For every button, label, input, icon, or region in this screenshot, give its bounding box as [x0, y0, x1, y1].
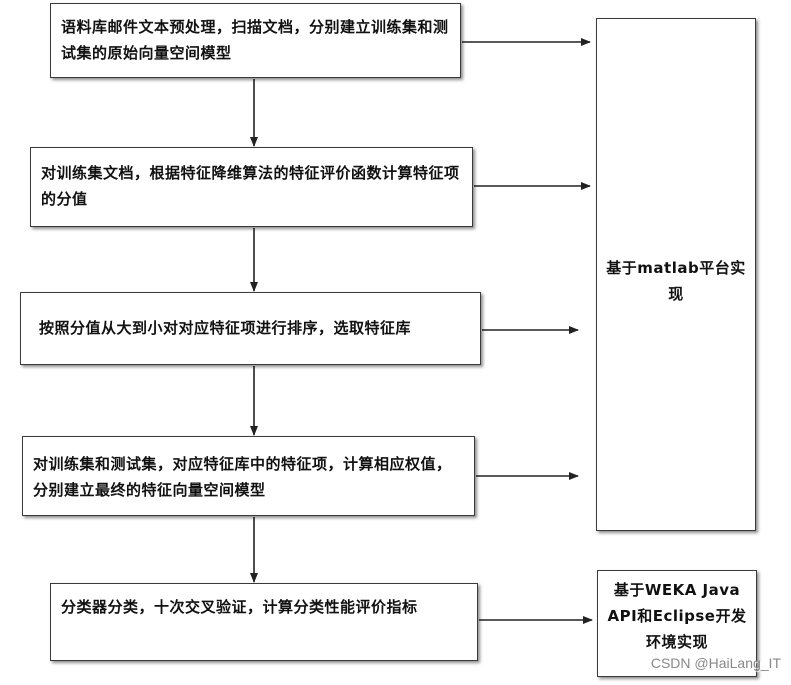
- weka-implementation-box: 基于WEKA Java API和Eclipse开发环境实现: [597, 570, 757, 677]
- watermark: CSDN @HaiLang_IT: [650, 655, 781, 671]
- step-1-text: 语料库邮件文本预处理，扫描文档，分别建立训练集和测试集的原始向量空间模型: [61, 18, 449, 62]
- step-box-5: 分类器分类，十次交叉验证，计算分类性能评价指标: [50, 583, 478, 661]
- step-box-2: 对训练集文档，根据特征降维算法的特征评价函数计算特征项的分值: [30, 147, 473, 227]
- step-2-text: 对训练集文档，根据特征降维算法的特征评价函数计算特征项的分值: [41, 164, 460, 208]
- step-box-1: 语料库邮件文本预处理，扫描文档，分别建立训练集和测试集的原始向量空间模型: [50, 3, 461, 78]
- step-4-text: 对训练集和测试集，对应特征库中的特征项，计算相应权值，分别建立最终的特征向量空间…: [33, 455, 452, 499]
- step-box-4: 对训练集和测试集，对应特征库中的特征项，计算相应权值，分别建立最终的特征向量空间…: [22, 436, 475, 516]
- matlab-implementation-box: 基于matlab平台实现: [596, 18, 756, 531]
- weka-implementation-text: 基于WEKA Java API和Eclipse开发环境实现: [607, 581, 747, 651]
- matlab-implementation-text: 基于matlab平台实现: [606, 259, 746, 303]
- step-5-text: 分类器分类，十次交叉验证，计算分类性能评价指标: [61, 598, 418, 616]
- step-box-3: 按照分值从大到小对对应特征项进行排序，选取特征库: [20, 292, 481, 365]
- step-3-text: 按照分值从大到小对对应特征项进行排序，选取特征库: [39, 319, 412, 337]
